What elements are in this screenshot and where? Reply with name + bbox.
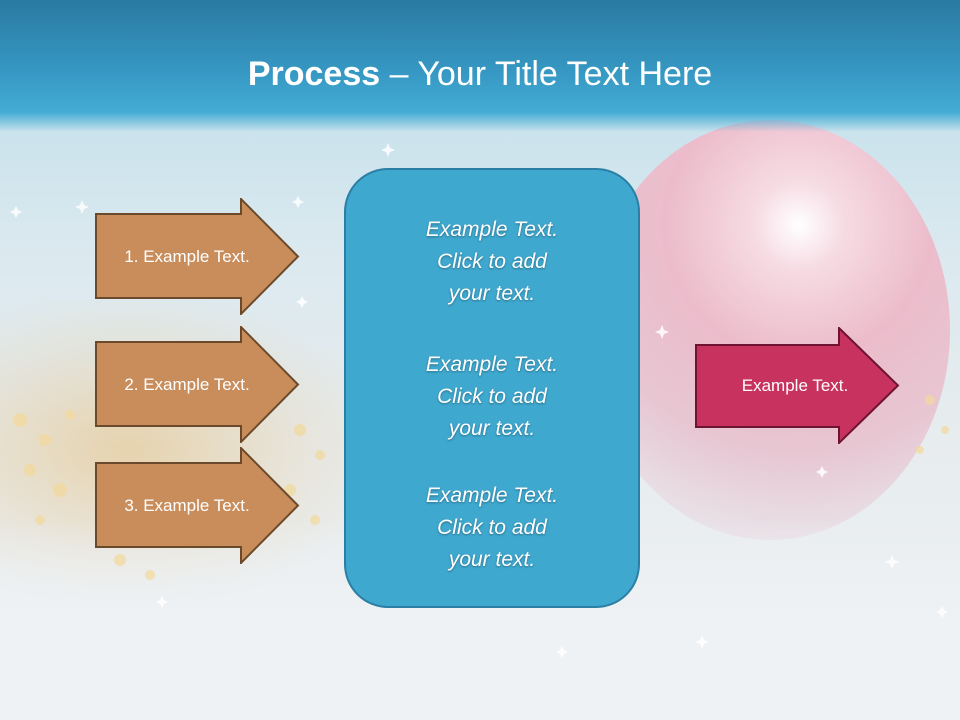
left-arrow-1-label: 1. Example Text. <box>124 246 250 266</box>
title-bold-part: Process <box>247 55 381 93</box>
left-arrow-2-label: 2. Example Text. <box>124 374 250 394</box>
title-rest-part: – Your Title Text Here <box>380 55 713 93</box>
center-block-3: Example Text. Click to add your text. <box>346 480 638 576</box>
right-arrow[interactable]: Example Text. <box>695 327 901 444</box>
title-bar: Process – Your Title Text Here <box>0 0 960 132</box>
background-ornament-ball <box>590 120 950 540</box>
center-block-3-line-3: your text. <box>448 548 536 571</box>
left-arrow-2[interactable]: 2. Example Text. <box>95 326 300 443</box>
left-arrow-3[interactable]: 3. Example Text. <box>95 447 300 564</box>
center-block-1-line-1: Example Text. <box>425 218 559 241</box>
slide-title[interactable]: Process – Your Title Text Here <box>0 52 960 96</box>
center-block-2-line-1: Example Text. <box>425 353 559 376</box>
center-block-3-line-1: Example Text. <box>425 484 559 507</box>
left-arrow-1-shape <box>95 198 300 315</box>
right-arrow-label: Example Text. <box>741 375 849 395</box>
right-arrow-shape <box>695 327 900 444</box>
left-arrow-3-label: 3. Example Text. <box>124 495 250 515</box>
center-block-2-line-3: your text. <box>448 417 536 440</box>
center-block-1-line-3: your text. <box>448 282 536 305</box>
left-arrow-1[interactable]: 1. Example Text. <box>95 198 300 315</box>
left-arrow-2-shape <box>95 326 300 443</box>
center-block-2: Example Text. Click to add your text. <box>346 349 638 445</box>
center-block-1-line-2: Click to add <box>437 250 547 273</box>
center-block-2-line-2: Click to add <box>437 385 547 408</box>
left-arrow-3-shape <box>95 447 300 564</box>
center-block-3-line-2: Click to add <box>437 516 547 539</box>
center-block-1: Example Text. Click to add your text. <box>346 214 638 310</box>
center-text-box[interactable]: Example Text. Click to add your text. Ex… <box>344 168 640 608</box>
